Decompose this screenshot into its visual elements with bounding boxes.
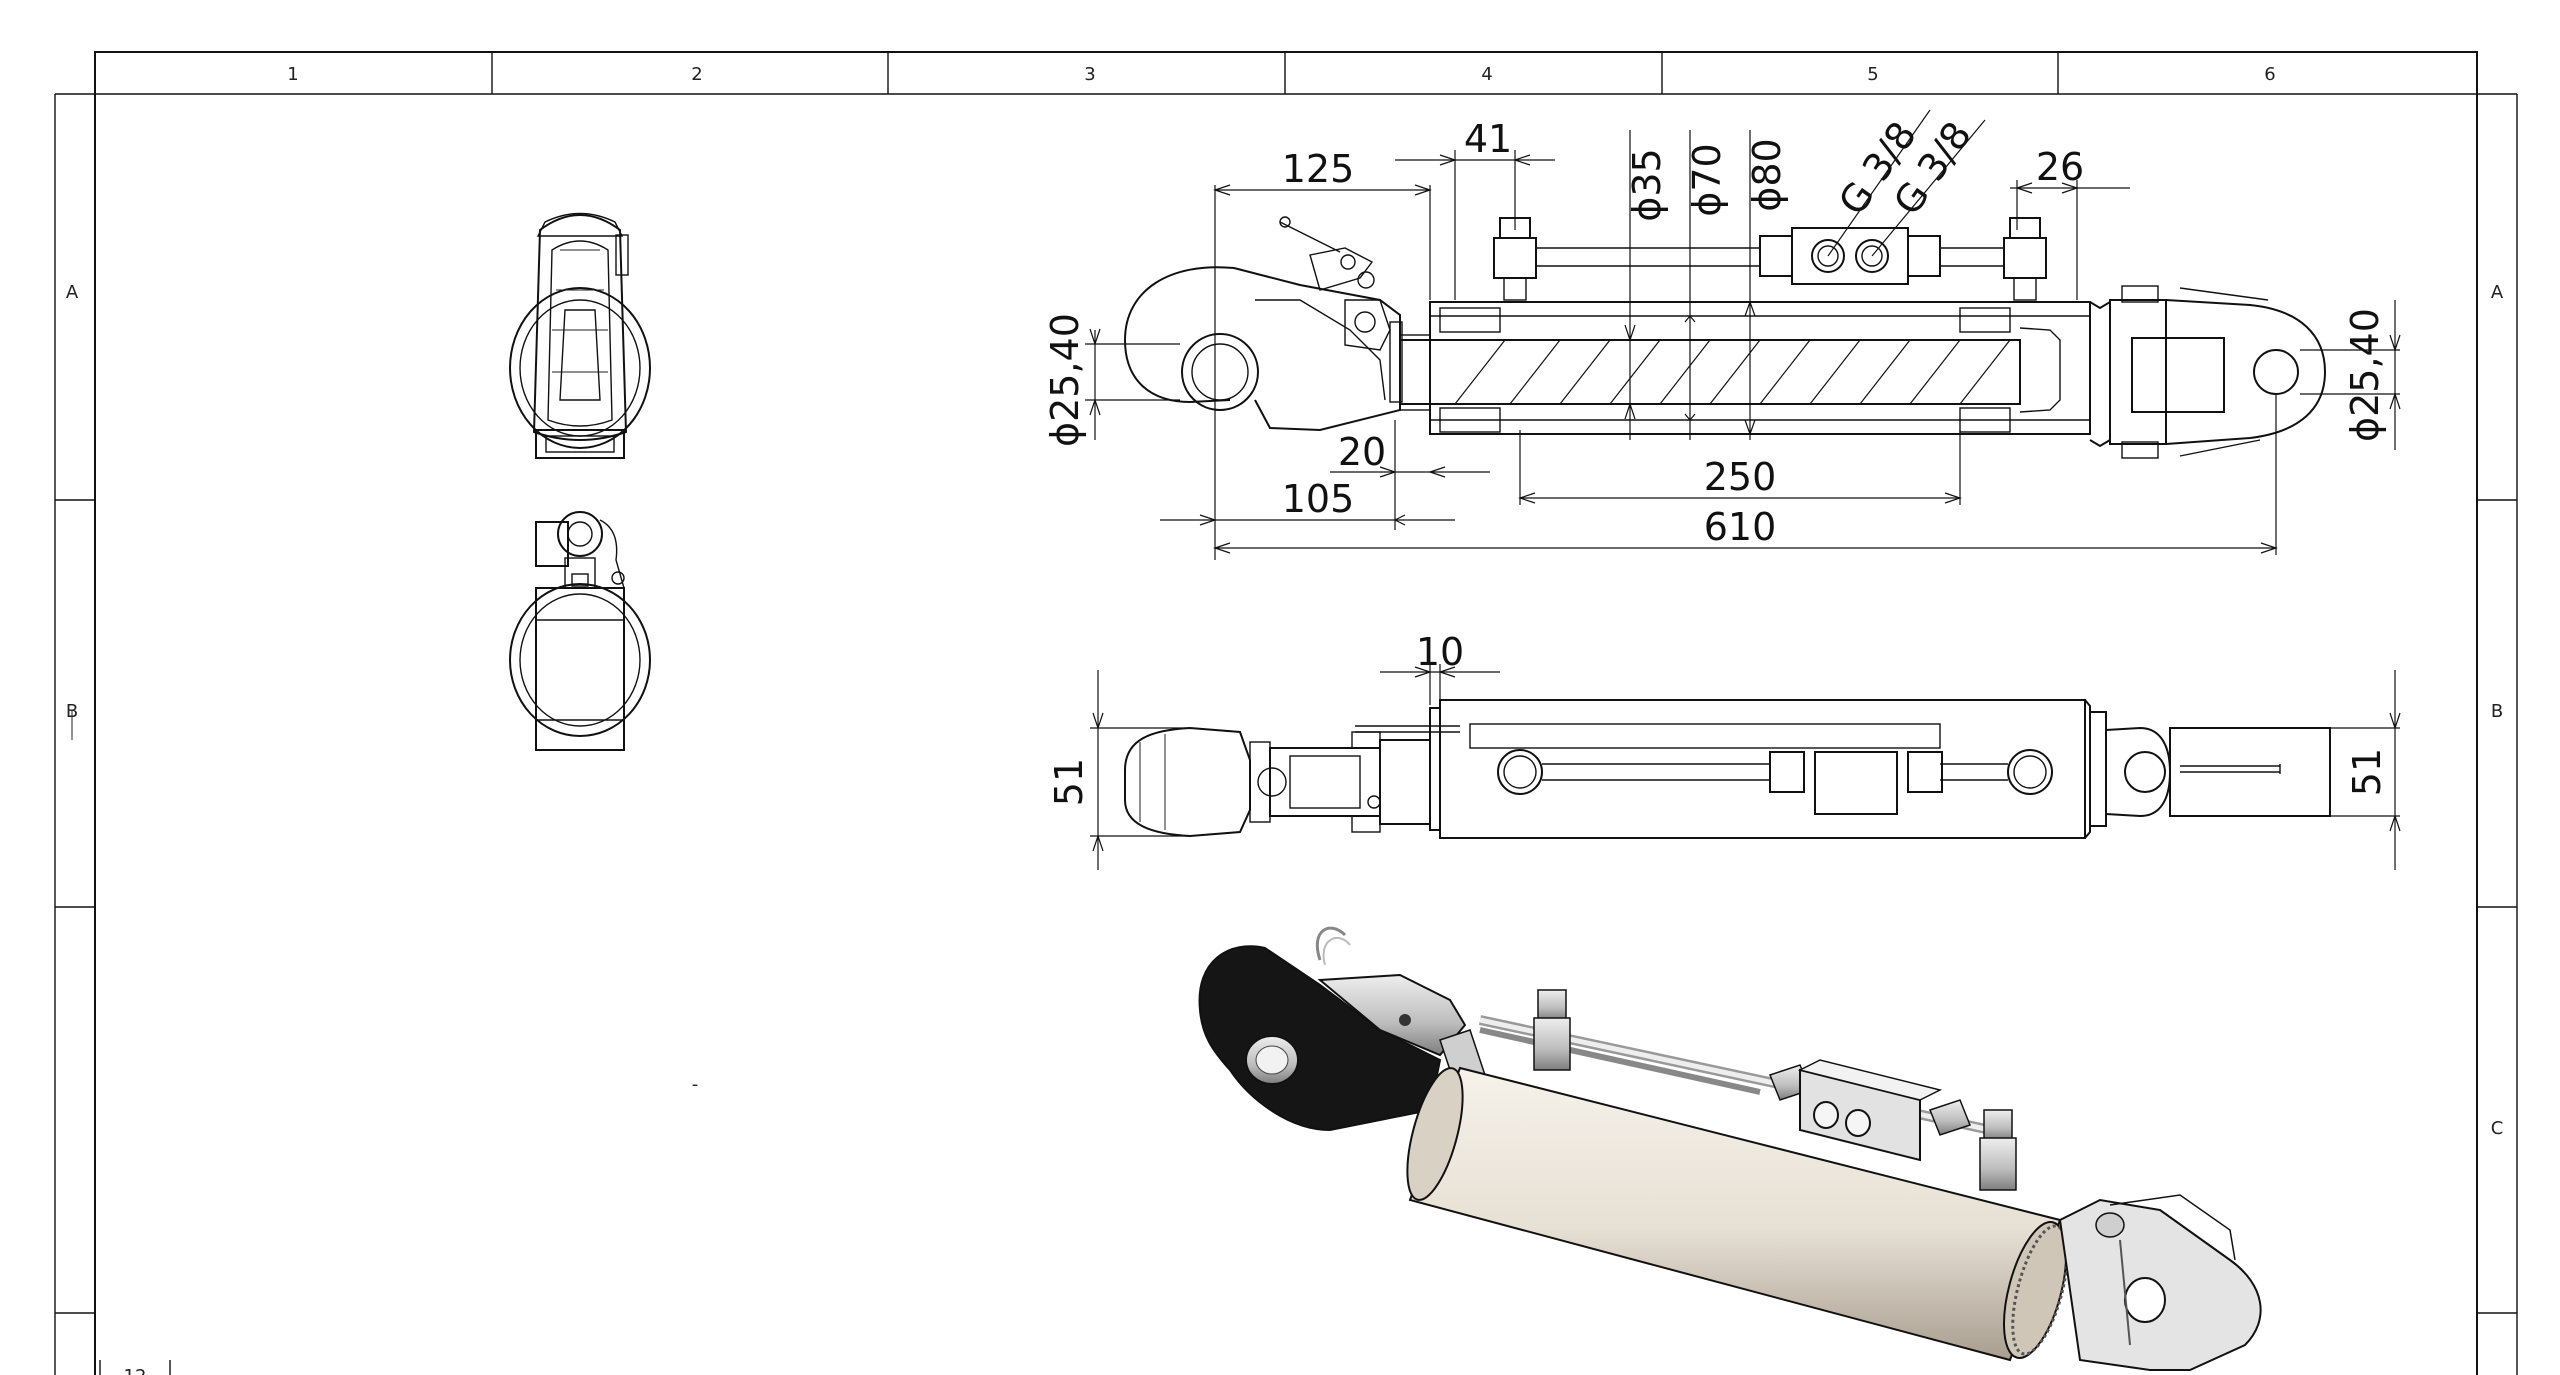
plan-dimensions: 10 51 51 [1047, 630, 2401, 870]
side-view-bottom [509, 511, 651, 751]
dim-51-left: 51 [1047, 758, 1091, 806]
zone-row-b-left: B [66, 701, 78, 722]
dim-250: 250 [1704, 455, 1777, 499]
zone-column-6: 6 [2264, 64, 2275, 85]
zone-column-3: 3 [1084, 64, 1095, 85]
dim-phi2540-left: ϕ25,40 [1043, 313, 1087, 447]
rod-hatching [1454, 339, 2011, 405]
dim-105: 105 [1282, 477, 1355, 521]
dim-10: 10 [1416, 630, 1464, 674]
zone-column-2: 2 [691, 64, 702, 85]
corner-label: 12 [99, 1360, 171, 1375]
dim-41: 41 [1464, 117, 1512, 161]
dim-125: 125 [1282, 147, 1355, 191]
zone-labels: 1 2 3 4 5 6 A B A B C [66, 64, 2504, 1139]
zone-row-b-right: B [2491, 701, 2503, 722]
corner-label-text: 12 [124, 1366, 147, 1375]
zone-column-1: 1 [287, 64, 298, 85]
dim-51-right: 51 [2345, 748, 2389, 796]
dim-20: 20 [1338, 430, 1386, 474]
zone-column-4: 4 [1481, 64, 1492, 85]
section-dimensions: 125 41 ϕ35 ϕ70 ϕ80 G 3/8 G 3/8 26 [1043, 109, 2401, 560]
plan-view [1124, 699, 2331, 839]
dim-phi70: ϕ70 [1685, 143, 1729, 216]
stray-mark: - [692, 1074, 699, 1095]
zone-column-5: 5 [1867, 64, 1878, 85]
side-view-top [509, 212, 651, 459]
zone-row-c-right: C [2491, 1118, 2504, 1139]
dim-phi80: ϕ80 [1745, 138, 1789, 211]
dim-phi35: ϕ35 [1625, 148, 1669, 221]
isometric-view [1198, 926, 2262, 1371]
zone-row-a-left: A [66, 282, 79, 303]
dim-26: 26 [2036, 145, 2084, 189]
zone-row-a-right: A [2491, 282, 2504, 303]
dim-610: 610 [1704, 505, 1777, 549]
dim-phi2540-right: ϕ25,40 [2343, 308, 2387, 442]
sheet-border [54, 51, 2518, 1375]
section-view [1123, 216, 2327, 459]
